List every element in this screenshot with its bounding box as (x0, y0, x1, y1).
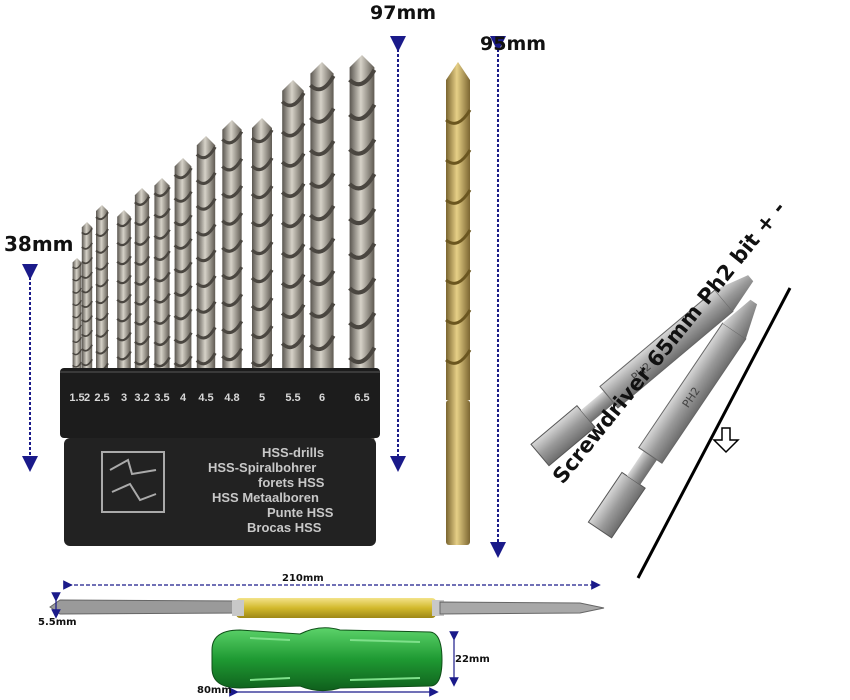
caption-underline (636, 287, 792, 579)
drill-size-label: 3.2 (134, 392, 149, 404)
drill-size-label: 3 (121, 392, 127, 404)
drill-size-label: 1.5 (69, 392, 84, 404)
ph2-bit-1: PH2 (530, 275, 754, 467)
drill-size-label: 2.5 (94, 392, 109, 404)
drill-case (60, 368, 380, 546)
dimension-label-97: 97mm (370, 2, 437, 24)
drill-size-label: 4 (180, 392, 187, 404)
drill-bit (280, 80, 306, 440)
drill-bit (250, 118, 274, 440)
ph2-bit-2: PH2 (587, 299, 758, 539)
drill-size-label: 5 (259, 392, 265, 404)
drill-bit (221, 120, 244, 440)
dimension-label-5-5: 5.5mm (38, 617, 77, 628)
case-text: HSS-drills HSS-Spiralbohrer forets HSS H… (208, 445, 334, 535)
dimension-label-95: 95mm (480, 33, 547, 55)
dimension-label-80: 80mm (197, 685, 232, 696)
case-logo (101, 451, 165, 513)
drill-size-label: 6 (319, 392, 325, 404)
green-handle (211, 627, 443, 692)
double-ended-screwdriver (49, 598, 605, 618)
case-text-line: forets HSS (258, 475, 325, 490)
drill-size-label: 3.5 (154, 392, 169, 404)
dimension-label-22: 22mm (455, 654, 490, 665)
case-text-line: HSS-drills (262, 445, 324, 460)
drill-size-label: 5.5 (285, 392, 300, 404)
drill-size-label: 6.5 (354, 392, 369, 404)
dimension-label-38: 38mm (4, 232, 74, 256)
case-text-line: HSS-Spiralbohrer (208, 460, 316, 475)
case-text-line: Brocas HSS (247, 520, 322, 535)
gold-drill-bit (445, 62, 472, 545)
drill-size-label: 4.5 (198, 392, 213, 404)
case-text-line: Punte HSS (267, 505, 334, 520)
drill-size-label: 4.8 (224, 392, 239, 404)
down-arrow-icon (712, 427, 740, 454)
drill-bit (348, 55, 377, 440)
dimension-label-210: 210mm (282, 573, 324, 584)
drill-bit (195, 136, 217, 440)
drill-bit (309, 62, 336, 440)
drill-size-label: 2 (84, 392, 90, 404)
case-text-line: HSS Metaalboren (212, 490, 319, 505)
